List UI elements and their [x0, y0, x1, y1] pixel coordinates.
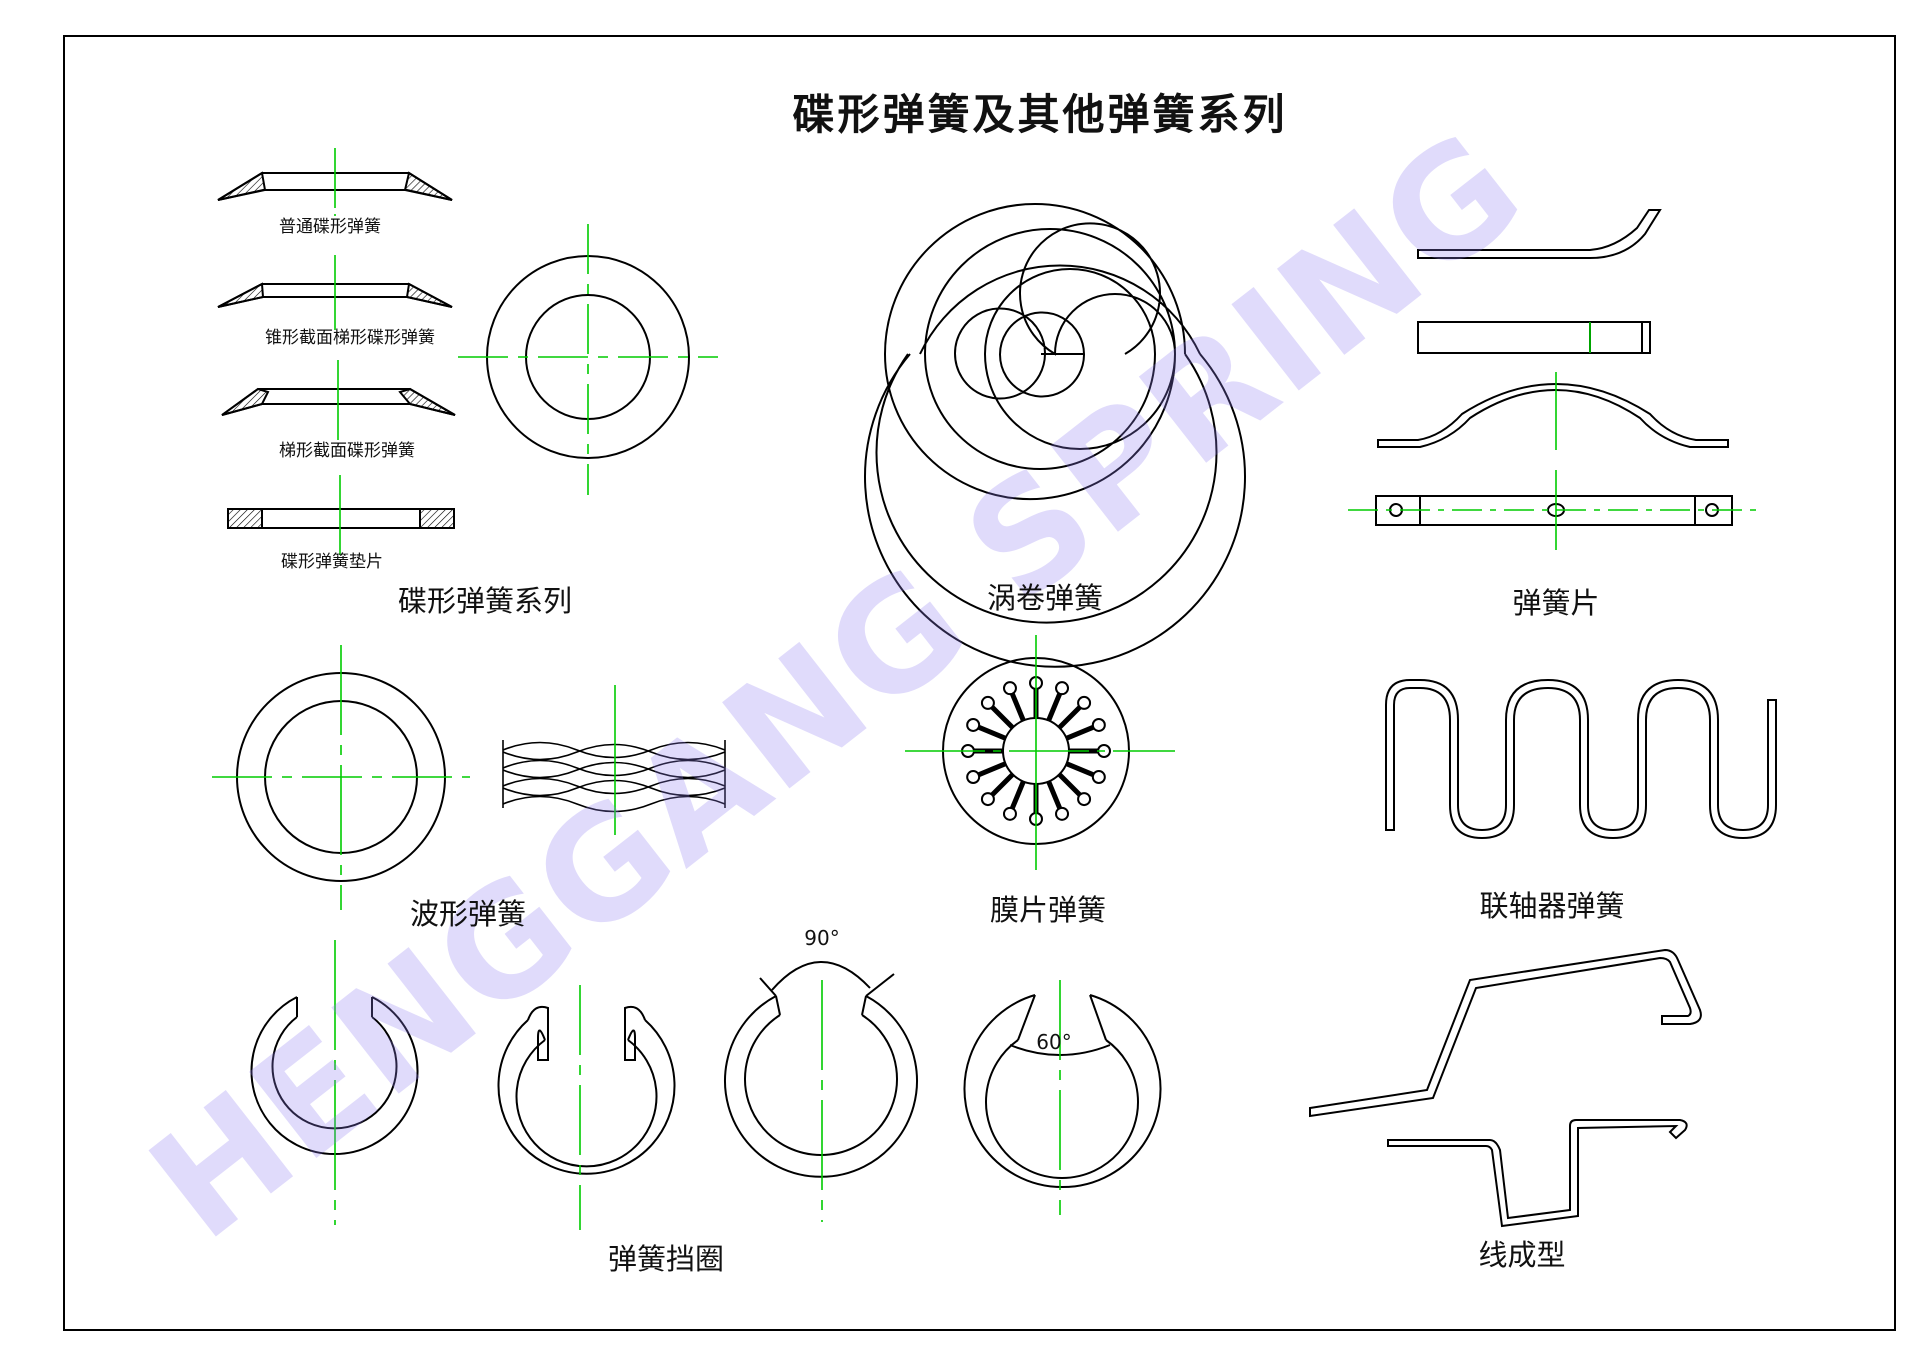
diaphragm-slot-hole — [1002, 681, 1017, 696]
page-title: 碟形弹簧及其他弹簧系列 — [792, 90, 1288, 139]
wire-form-upper — [1309, 948, 1702, 1118]
centerlines — [212, 148, 1762, 1230]
diaphragm-slot-hole — [1077, 695, 1092, 710]
diaphragm-slot-hole — [966, 717, 981, 732]
label-normal-disc-spring: 普通碟形弹簧 — [279, 217, 381, 237]
wire-form-lower — [1387, 1119, 1688, 1228]
diaphragm-slot-hole — [1055, 806, 1070, 821]
wave-spring-side-view — [502, 740, 726, 813]
drawing-frame — [63, 35, 1896, 1331]
coupling-spring-drawing — [1385, 678, 1777, 840]
label-spiral-spring: 涡卷弹簧 — [986, 581, 1104, 615]
label-wave-spring: 波形弹簧 — [409, 897, 527, 931]
retaining-ring-3 — [724, 961, 918, 1178]
label-coupling-spring: 联轴器弹簧 — [1479, 889, 1625, 923]
spiral-spring-drawing — [864, 203, 1246, 668]
angle-label-60: 60° — [1036, 1030, 1072, 1054]
retaining-ring-4 — [963, 994, 1162, 1189]
label-wire-form: 线成型 — [1478, 1238, 1566, 1272]
label-disc-spring-washer: 碟形弹簧垫片 — [281, 552, 383, 572]
diaphragm-slot-hole — [1077, 792, 1092, 807]
angle-label-90: 90° — [804, 926, 840, 950]
leaf-spring-flat — [1417, 321, 1651, 354]
label-cone-trapezoid-disc-spring: 锥形截面梯形碟形弹簧 — [265, 328, 435, 348]
diaphragm-slot-hole — [1091, 717, 1106, 732]
diaphragm-slot-hole — [966, 770, 981, 785]
diaphragm-slot-hole — [980, 792, 995, 807]
diaphragm-slot-hole — [1002, 806, 1017, 821]
diaphragm-slot-hole — [1091, 770, 1106, 785]
label-disc-spring-series: 碟形弹簧系列 — [397, 584, 573, 618]
label-retaining-ring: 弹簧挡圈 — [607, 1242, 725, 1276]
diaphragm-slot-hole — [1055, 681, 1070, 696]
disc-spring-washer-section — [227, 508, 455, 529]
diaphragm-slot-hole — [980, 695, 995, 710]
label-leaf-spring: 弹簧片 — [1512, 586, 1600, 620]
leaf-spring-bent — [1417, 209, 1662, 259]
retaining-ring-2 — [497, 1005, 676, 1175]
label-diaphragm-spring: 膜片弹簧 — [989, 893, 1107, 927]
label-trapezoid-disc-spring: 梯形截面碟形弹簧 — [279, 441, 415, 461]
leaf-spring-arched — [1377, 383, 1729, 448]
